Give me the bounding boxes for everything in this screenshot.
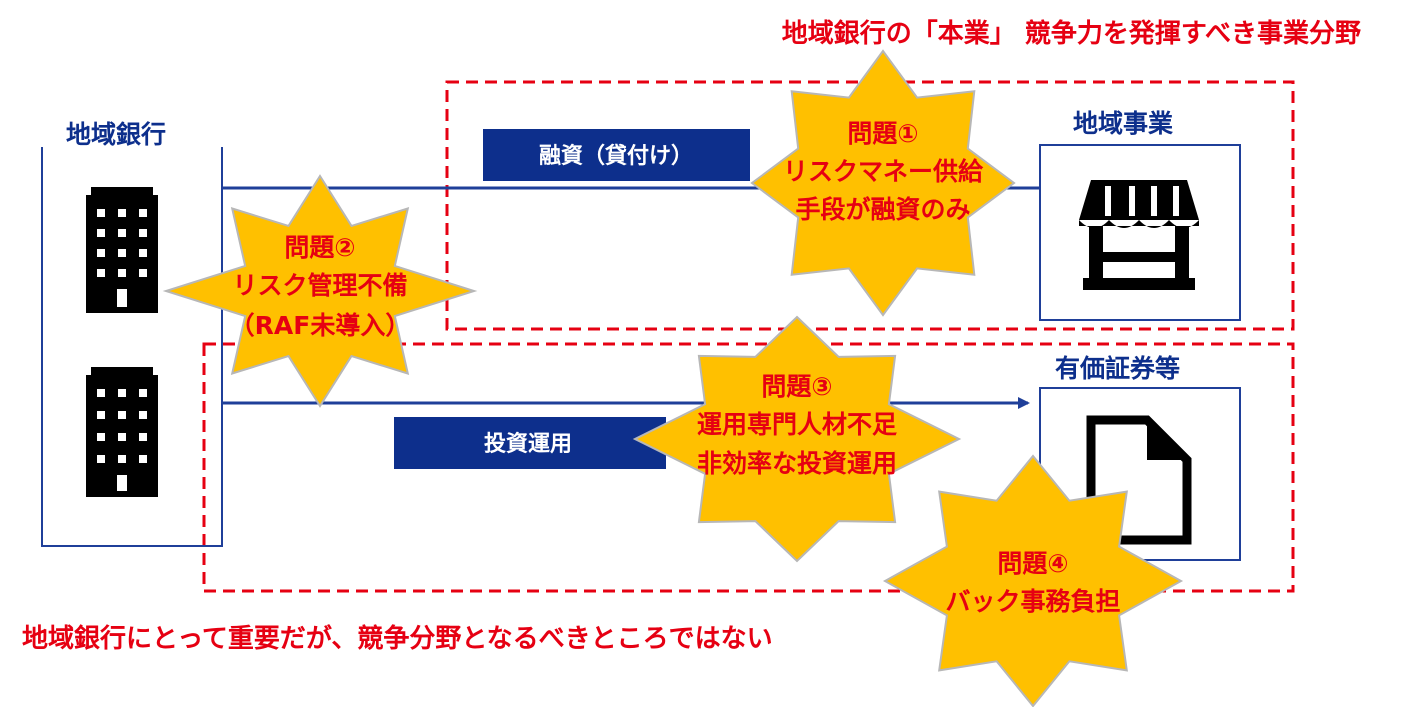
- loan-tag-label: 融資（貸付け）: [539, 143, 693, 169]
- problem-2-line2: （RAF未導入）: [230, 311, 411, 340]
- problem-2-line1: リスク管理不備: [232, 271, 407, 300]
- loan-tag: [483, 129, 750, 181]
- securities-label: 有価証券等: [1055, 354, 1180, 383]
- problem-3-line1: 運用専門人材不足: [697, 410, 897, 439]
- investment-tag: [394, 417, 666, 469]
- office-building-icon: [86, 367, 158, 497]
- business-label: 地域事業: [1073, 109, 1173, 138]
- bank-bracket: [41, 147, 223, 547]
- non-core-caption: 地域銀行にとって重要だが、競争分野となるべきところではない: [22, 623, 773, 654]
- problem-1-line2: 手段が融資のみ: [795, 195, 970, 224]
- storefront-icon: [1079, 180, 1199, 290]
- problem-3-star: [632, 315, 962, 563]
- non-core-region: [202, 342, 1295, 593]
- problem-3-line2: 非効率な投資運用: [697, 449, 897, 478]
- problem-1-star: [750, 49, 1016, 317]
- investment-tag-label: 投資運用: [484, 431, 572, 457]
- core-business-caption: 地域銀行の「本業」 競争力を発揮すべき事業分野: [782, 18, 1361, 49]
- business-box: [1039, 144, 1241, 321]
- problem-2-star: [162, 174, 478, 408]
- problem-1-line1: リスクマネー供給: [783, 157, 984, 186]
- bank-label: 地域銀行: [66, 120, 166, 149]
- problem-4-line1: バック事務負担: [945, 587, 1120, 616]
- problem-2-title: 問題②: [284, 233, 355, 262]
- problem-4-title: 問題④: [997, 549, 1068, 578]
- problem-4-star: [882, 454, 1184, 707]
- problem-3-title: 問題③: [761, 372, 832, 401]
- problem-1-title: 問題①: [847, 119, 918, 148]
- office-building-icon: [86, 187, 158, 313]
